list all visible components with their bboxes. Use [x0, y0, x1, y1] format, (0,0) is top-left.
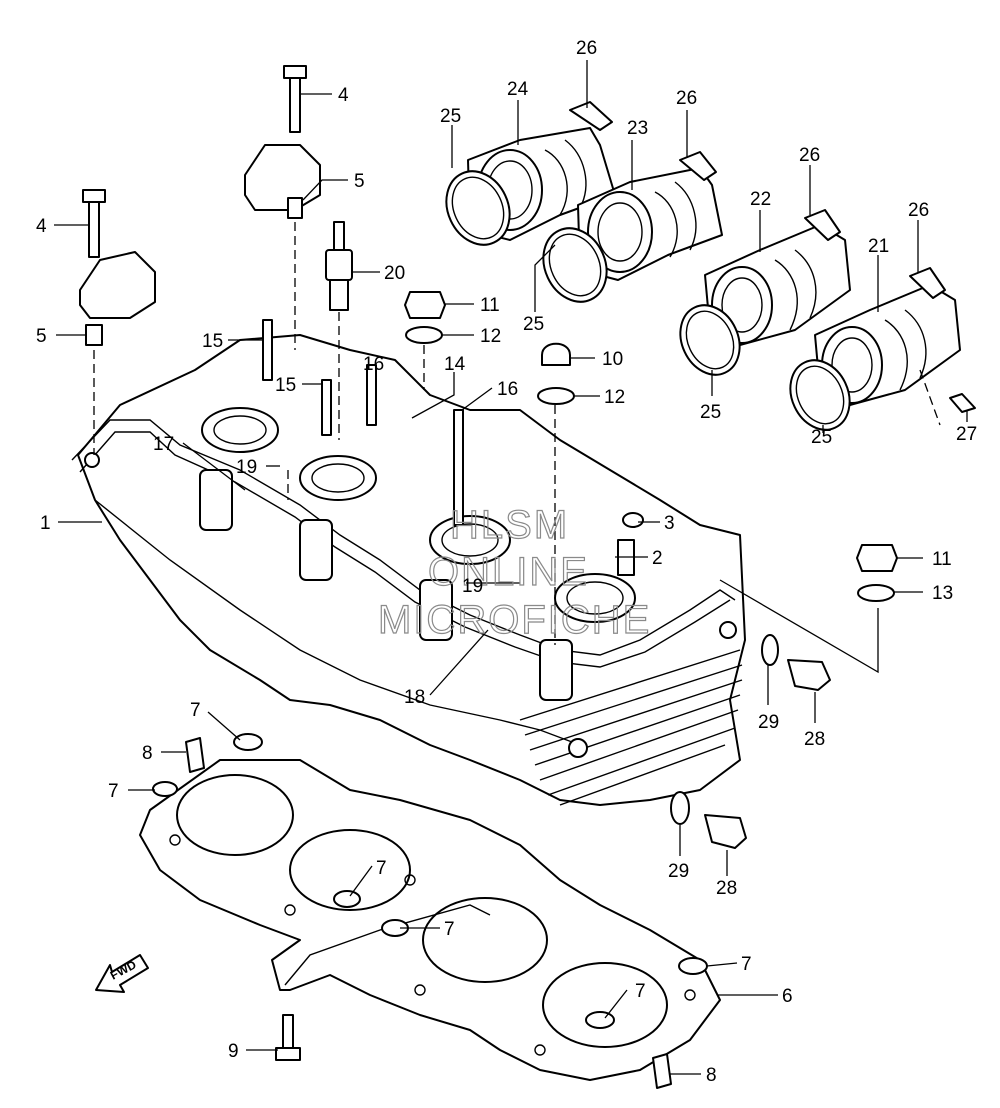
callout-6: 6 [782, 986, 793, 1007]
callout-16-b: 16 [497, 379, 518, 400]
callout-14: 14 [444, 354, 466, 375]
callout-24: 24 [507, 79, 529, 100]
bolts-28 [704, 659, 831, 849]
callout-26-b: 26 [676, 88, 697, 109]
callout-11-a: 11 [480, 295, 500, 316]
callout-8-a: 8 [142, 743, 153, 764]
center-lines [93, 222, 941, 645]
callout-16-a: 16 [363, 354, 384, 375]
intake-pipe-23 [577, 167, 723, 281]
forward-direction-icon: FWD [95, 954, 149, 993]
callout-18: 18 [404, 687, 425, 708]
callout-12-b: 12 [604, 387, 625, 408]
dowels-5 [85, 197, 303, 346]
callout-28-b: 28 [716, 878, 737, 899]
callout-26-c: 26 [799, 145, 820, 166]
watermark-line-1: HLSM [450, 503, 569, 547]
callout-15-b: 15 [275, 375, 296, 396]
callout-7-d: 7 [444, 919, 455, 940]
callout-11-b: 11 [932, 549, 952, 570]
watermark-line-2: ONLINE [428, 550, 589, 594]
callout-29-b: 29 [668, 861, 689, 882]
dowel-pins [152, 733, 708, 1089]
spark-plug [325, 221, 353, 311]
watermark: HLSM ONLINE MICROFICHE [377, 502, 651, 642]
callout-22: 22 [750, 189, 771, 210]
callout-9: 9 [228, 1041, 239, 1062]
studs [262, 319, 464, 526]
callout-26-d: 26 [908, 200, 929, 221]
callout-20: 20 [384, 263, 405, 284]
callout-5-upper: 5 [354, 171, 365, 192]
callout-7-c: 7 [376, 858, 387, 879]
callout-28-a: 28 [804, 729, 825, 750]
leader-lines [54, 60, 968, 1075]
callout-25-b: 25 [523, 314, 544, 335]
washers-29 [670, 634, 779, 825]
callout-26-a: 26 [576, 38, 597, 59]
callout-29-a: 29 [758, 712, 779, 733]
callout-4-lower: 4 [36, 216, 47, 237]
cylinder-head [71, 334, 746, 806]
callout-13: 13 [932, 583, 953, 604]
callout-12-a: 12 [480, 326, 501, 347]
head-gasket [139, 759, 721, 1081]
callout-7-f: 7 [635, 981, 646, 1002]
callout-labels: 1 2 3 4 4 5 5 6 7 7 7 7 7 7 8 8 9 10 11 … [36, 38, 977, 1086]
callout-23: 23 [627, 118, 648, 139]
nuts-and-washers [404, 291, 898, 602]
callout-5-lower: 5 [36, 326, 47, 347]
callout-25-a: 25 [440, 106, 461, 127]
callout-3: 3 [664, 513, 675, 534]
cam-cap-4-upper [244, 65, 321, 211]
callout-10: 10 [602, 349, 623, 370]
callout-7-a: 7 [190, 700, 201, 721]
callout-27: 27 [956, 424, 977, 445]
hose-clamps [569, 101, 946, 299]
callout-7-e: 7 [741, 954, 752, 975]
callout-25-d: 25 [811, 427, 832, 448]
o-rings [445, 170, 851, 431]
callout-15-a: 15 [202, 331, 223, 352]
callout-8-b: 8 [706, 1065, 717, 1086]
watermark-line-3: MICROFICHE [378, 598, 651, 642]
callout-19-a: 19 [236, 457, 257, 478]
callout-2: 2 [652, 548, 663, 569]
bolt-27 [949, 393, 976, 413]
callout-1: 1 [40, 513, 51, 534]
callout-17: 17 [153, 434, 174, 455]
cam-cap-4-lower [79, 189, 156, 319]
bolt-9 [275, 1014, 301, 1061]
callout-4-upper: 4 [338, 85, 349, 106]
callout-25-c: 25 [700, 402, 721, 423]
callout-21: 21 [868, 236, 889, 257]
callout-7-b: 7 [108, 781, 119, 802]
callout-19-b: 19 [462, 576, 483, 597]
